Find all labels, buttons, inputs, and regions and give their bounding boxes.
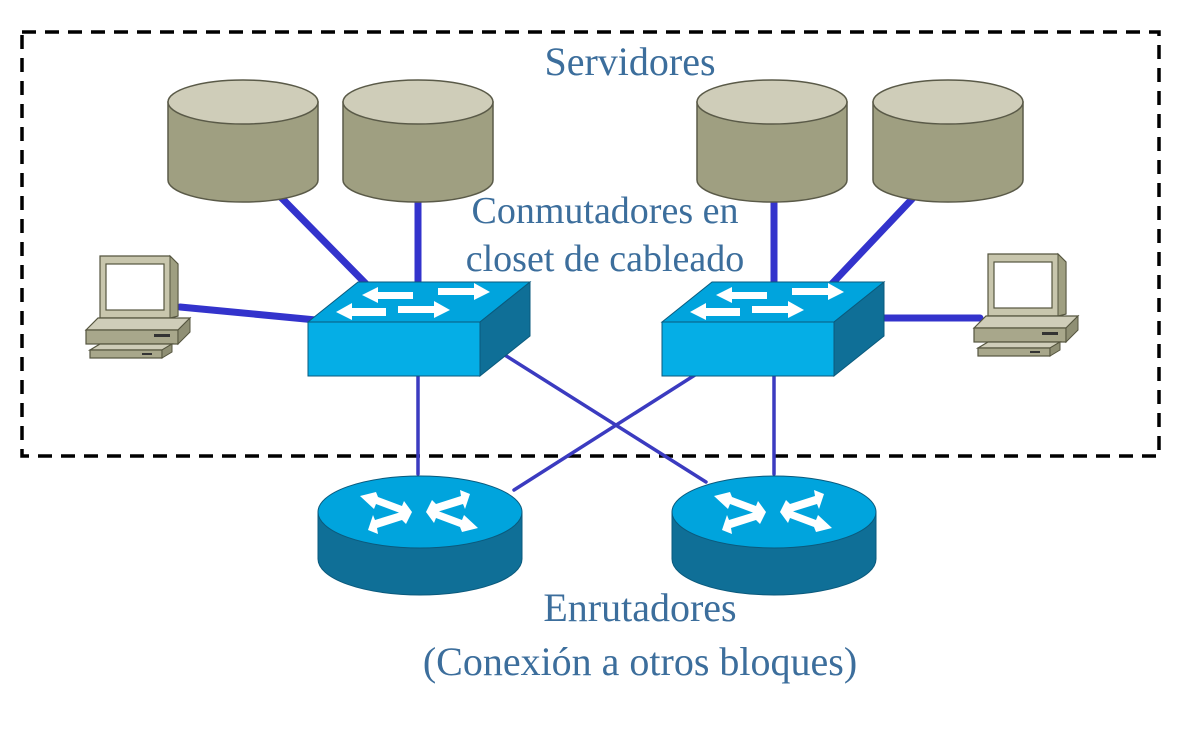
routers-label-line2: (Conexión a otros bloques) [422,639,858,684]
router-links [416,350,776,492]
server-area-boundary [20,30,1161,458]
database-server-icon [696,79,848,203]
switches-label-line2: closet de cableado [465,238,745,280]
routers-label-line1: Enrutadores [543,585,737,630]
router-icon [671,475,877,596]
database-server-icon [872,79,1024,203]
switch-icon [661,281,885,377]
switch-icon [307,281,531,377]
servers-label: Servidores [544,39,716,84]
workstation-icon [973,253,1079,357]
workstation-icon [85,255,191,359]
database-server-icon [342,79,494,203]
database-server-icon [167,79,319,203]
switches-label-line1: Conmutadores en [471,190,739,232]
router-icon [317,475,523,596]
